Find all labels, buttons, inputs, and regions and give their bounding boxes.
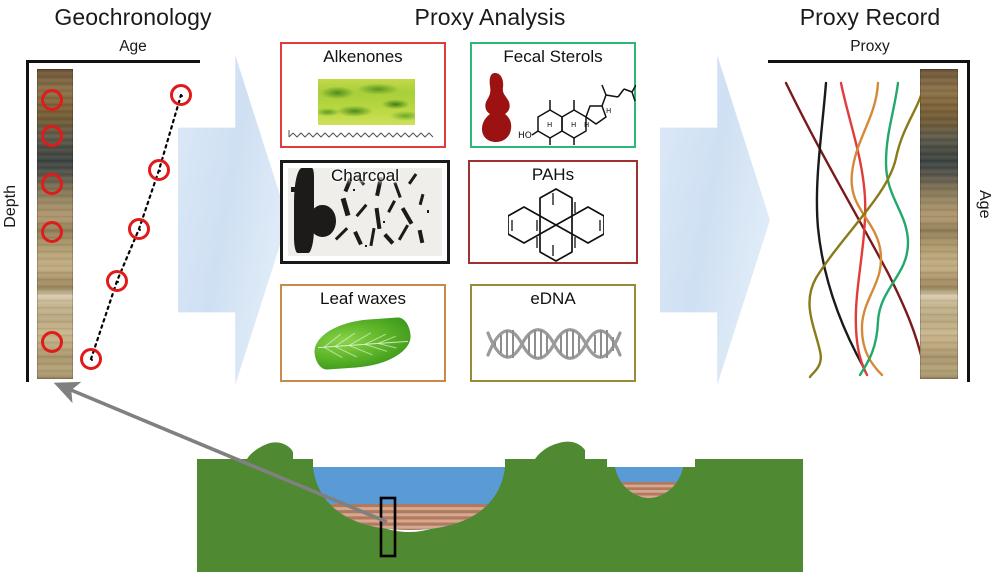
proxy-box-fecal-sterols[interactable]: Fecal Sterols HO H H H H bbox=[470, 42, 636, 148]
proxy-record-curves bbox=[784, 81, 927, 379]
date-circle-core-3 bbox=[41, 173, 63, 195]
arrow-proxy-analysis-to-proxy-record bbox=[660, 55, 770, 385]
date-circle-core-4 bbox=[41, 221, 63, 243]
svg-text:H: H bbox=[547, 121, 552, 129]
pyrene-structure-icon bbox=[508, 187, 604, 262]
date-circle-core-1 bbox=[41, 89, 63, 111]
svg-text:H: H bbox=[606, 107, 611, 115]
charcoal-micrograph-icon bbox=[287, 167, 443, 257]
age-depth-dot-2 bbox=[116, 280, 120, 284]
edna-artwork bbox=[472, 309, 634, 380]
alkenones-artwork bbox=[282, 67, 444, 146]
core-extraction-pointer bbox=[53, 381, 388, 524]
cholesterol-structure-icon: HO H H H H bbox=[518, 84, 636, 145]
geochronology-x-axis-label: Age bbox=[119, 38, 147, 55]
age-depth-point-1 bbox=[80, 348, 102, 370]
fecal-sterols-artwork: HO H H H H bbox=[472, 67, 636, 146]
proxy-record-y-axis-label: Age bbox=[976, 190, 993, 219]
age-depth-dot-3 bbox=[138, 228, 142, 232]
svg-text:H: H bbox=[584, 121, 589, 129]
dna-double-helix-icon bbox=[486, 327, 622, 360]
feces-icon bbox=[482, 72, 512, 142]
proxy-box-pahs[interactable]: PAHs bbox=[468, 160, 638, 264]
proxy-box-leaf-waxes[interactable]: Leaf waxes bbox=[280, 284, 446, 382]
charcoal-artwork: Charcoal bbox=[283, 163, 447, 261]
date-circle-core-2 bbox=[41, 125, 63, 147]
sediment-layers-small-lake bbox=[615, 482, 683, 498]
geochronology-title: Geochronology bbox=[54, 4, 212, 30]
proxy-record-sediment-core-photo bbox=[920, 69, 958, 379]
alkenone-chain-icon bbox=[288, 130, 434, 138]
date-circle-core-5 bbox=[41, 331, 63, 353]
proxy-box-charcoal[interactable]: Charcoal bbox=[280, 160, 450, 264]
proxy-analysis-title: Proxy Analysis bbox=[414, 4, 566, 30]
age-depth-point-5 bbox=[170, 84, 192, 106]
proxy-record-x-axis-label: Proxy bbox=[850, 38, 890, 55]
age-depth-plot bbox=[26, 60, 200, 382]
proxy-box-edna-label: eDNA bbox=[530, 289, 576, 308]
age-depth-dot-4 bbox=[158, 169, 162, 173]
ground-profile bbox=[197, 441, 803, 572]
age-depth-point-3 bbox=[128, 218, 150, 240]
proxy-box-edna[interactable]: eDNA bbox=[470, 284, 636, 382]
geochronology-y-axis-label: Depth bbox=[2, 185, 19, 228]
proxy-record-title: Proxy Record bbox=[799, 4, 941, 30]
core-tube-location bbox=[379, 496, 397, 558]
proxy-box-alkenones[interactable]: Alkenones bbox=[280, 42, 446, 148]
pahs-artwork bbox=[470, 185, 636, 262]
age-depth-point-2 bbox=[106, 270, 128, 292]
proxy-box-leaf-waxes-label: Leaf waxes bbox=[320, 289, 406, 308]
proxy-box-pahs-label: PAHs bbox=[531, 165, 575, 184]
lake-catchment-cross-section bbox=[197, 441, 803, 572]
svg-text:H: H bbox=[571, 121, 576, 129]
proxy-box-alkenones-label: Alkenones bbox=[323, 47, 403, 66]
age-depth-point-4 bbox=[148, 159, 170, 181]
proxy-box-charcoal-label: Charcoal bbox=[330, 166, 400, 185]
age-depth-dot-1 bbox=[90, 358, 94, 362]
algae-micrograph-icon bbox=[317, 79, 415, 126]
svg-text:HO: HO bbox=[518, 131, 532, 141]
sediment-layers-main-lake bbox=[313, 504, 505, 530]
green-leaf-icon bbox=[312, 316, 414, 371]
age-depth-dot-5 bbox=[180, 94, 184, 98]
proxy-record-plot bbox=[768, 60, 970, 382]
proxy-box-fecal-sterols-label: Fecal Sterols bbox=[503, 47, 603, 66]
age-depth-line bbox=[89, 93, 183, 361]
